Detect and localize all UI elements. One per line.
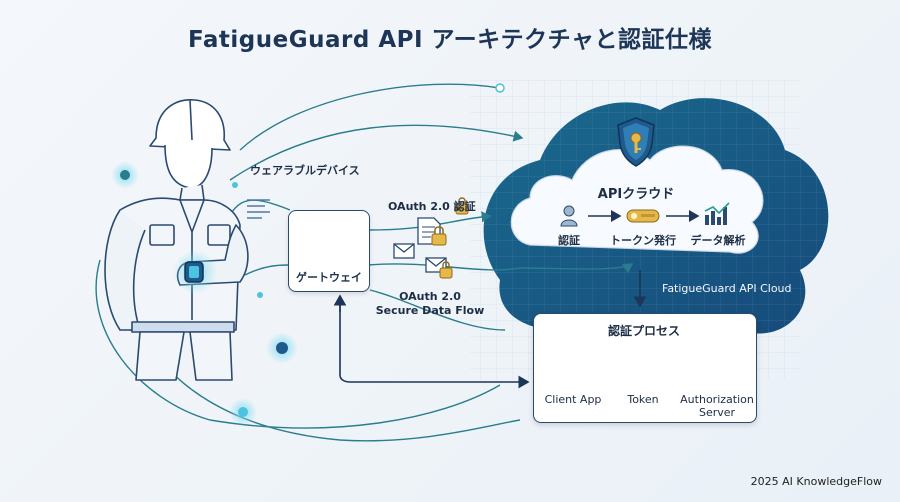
- mail-icon: [393, 243, 415, 259]
- auth-server-label-2: Server: [698, 406, 736, 419]
- lock-icon: [455, 197, 469, 215]
- oauth-flow-label-2: Secure Data Flow: [375, 304, 485, 317]
- cloud-name-label: FatigueGuard API Cloud: [662, 282, 792, 295]
- process-title: 認証プロセス: [607, 324, 681, 338]
- cloud-step-analysis: データ解析: [690, 234, 746, 247]
- client-app-label: Client App: [544, 393, 602, 406]
- gateway-to-process-arrow: [339, 300, 530, 389]
- smartwatch-icon: [184, 261, 204, 283]
- auth-process-card: [533, 313, 757, 423]
- cloud-step-auth: 認証: [558, 234, 580, 247]
- user-icon: [560, 205, 578, 227]
- oauth-flow-label-1: OAuth 2.0: [399, 290, 461, 303]
- page-title: FatigueGuard API アーキテクチャと認証仕様: [188, 27, 712, 53]
- document-lock-icon: [417, 217, 447, 246]
- token-label: Token: [627, 393, 659, 406]
- bar-chart-icon: [704, 202, 730, 225]
- shield-key-icon: [617, 117, 655, 167]
- key-icon: [626, 209, 660, 223]
- oauth-auth-label: OAuth 2.0 認証: [388, 200, 476, 213]
- gateway-node: ゲートウェイ: [288, 210, 370, 292]
- footer-credit: 2025 AI KnowledgeFlow: [750, 475, 882, 488]
- api-cloud-title: APIクラウド: [597, 187, 675, 202]
- cloud-step-token: トークン発行: [610, 234, 676, 247]
- wearable-label: ウェアラブルデバイス: [250, 164, 360, 177]
- data-lines-icon: [247, 199, 270, 219]
- gateway-label: ゲートウェイ: [296, 271, 362, 284]
- worker-icon: [104, 99, 249, 381]
- mail-lock-icon: [425, 257, 453, 279]
- auth-server-label-1: Authorization: [680, 393, 754, 406]
